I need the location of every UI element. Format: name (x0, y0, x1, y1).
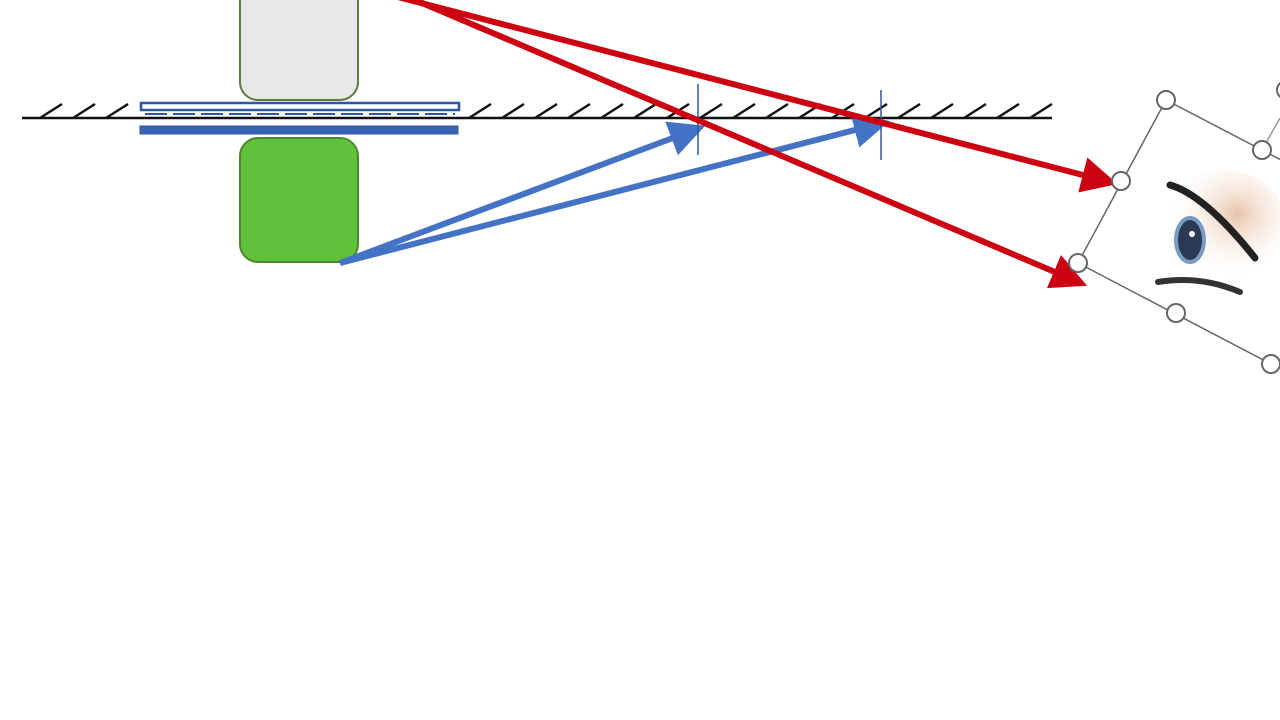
selection-handles[interactable] (1068, 81, 1280, 374)
hatch-mark (1029, 102, 1053, 120)
hatch-mark (72, 102, 96, 120)
hatch-mark (699, 102, 723, 120)
eye-image[interactable] (1068, 81, 1280, 374)
reflected-ray-2[interactable] (407, 0, 1088, 289)
hatch-mark (897, 102, 921, 120)
hatch-mark (39, 102, 63, 120)
hatch-mark (468, 102, 492, 120)
incident-ray-2[interactable] (339, 112, 890, 266)
reflected-ray-1[interactable] (397, 0, 1118, 193)
eye-icon (1155, 170, 1280, 295)
hatch-mark (930, 102, 954, 120)
hatch-mark (633, 102, 657, 120)
hatch-mark (765, 102, 789, 120)
lower-plate[interactable] (139, 125, 459, 135)
hatch-mark (567, 102, 591, 120)
hatch-mark (732, 102, 756, 120)
lower-block[interactable] (239, 137, 359, 263)
hatch-mark (501, 102, 525, 120)
incident-ray-1[interactable] (338, 121, 706, 266)
hatch-mark (105, 102, 129, 120)
upper-plate[interactable] (139, 101, 461, 112)
hatch-mark (963, 102, 987, 120)
hatch-mark (864, 102, 888, 120)
hatch-mark (600, 102, 624, 120)
upper-block[interactable] (239, 0, 359, 101)
hatch-mark (996, 102, 1020, 120)
hatch-mark (534, 102, 558, 120)
